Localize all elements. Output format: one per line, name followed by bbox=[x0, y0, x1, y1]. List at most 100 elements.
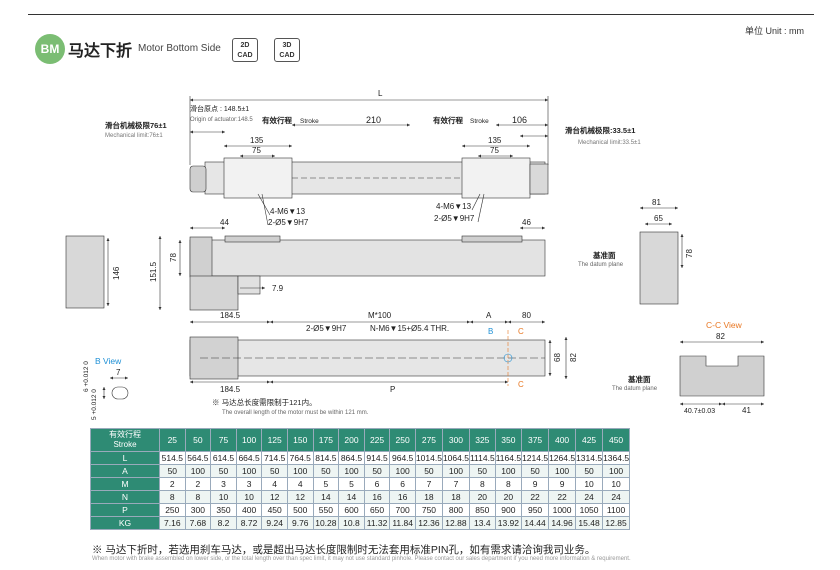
stroke-cell: 275 bbox=[414, 428, 443, 452]
dim-151-5: 151.5 bbox=[149, 261, 158, 282]
dim-m100: M*100 bbox=[368, 311, 392, 320]
spec-cell: 12 bbox=[286, 490, 314, 504]
spec-cell: 12.85 bbox=[602, 516, 631, 530]
spec-cell: 10 bbox=[235, 490, 263, 504]
spec-cell: 13.4 bbox=[468, 516, 496, 530]
dim-A: A bbox=[486, 311, 492, 320]
spec-cell: 6 bbox=[389, 477, 416, 491]
spec-cell: 8.72 bbox=[235, 516, 263, 530]
spec-cell: 600 bbox=[338, 503, 365, 517]
spec-cell: 1264.5 bbox=[548, 451, 577, 465]
stroke2-cn: 有效行程 bbox=[433, 115, 463, 125]
dim-184-5b: 184.5 bbox=[220, 385, 241, 394]
spec-cell: 850 bbox=[468, 503, 496, 517]
cad-3d-button[interactable]: 3D CAD bbox=[274, 38, 300, 62]
dim-7-9: 7.9 bbox=[272, 284, 284, 293]
right-limit-en: Mechanical limit:33.5±1 bbox=[578, 140, 641, 146]
spec-cell: 10 bbox=[575, 477, 604, 491]
m6-left: 4-M6▼13 bbox=[270, 207, 306, 216]
stroke-header: 有效行程 Stroke bbox=[90, 428, 160, 452]
dim-78-side: 78 bbox=[685, 249, 694, 258]
spec-cell: 20 bbox=[468, 490, 496, 504]
title-en: Motor Bottom Side bbox=[138, 43, 221, 54]
stroke1-en: Stroke bbox=[300, 118, 319, 125]
dim-46: 46 bbox=[522, 218, 531, 227]
spec-cell: 3 bbox=[235, 477, 263, 491]
spec-cell: 100 bbox=[286, 464, 314, 478]
dim-P: P bbox=[390, 385, 395, 394]
dim-68: 68 bbox=[553, 353, 562, 362]
stroke-cell: 425 bbox=[575, 428, 604, 452]
spec-cell: 250 bbox=[159, 503, 186, 517]
spec-cell: 400 bbox=[235, 503, 263, 517]
spec-cell: 50 bbox=[261, 464, 288, 478]
dim-L: L bbox=[378, 89, 383, 98]
dim-146: 146 bbox=[112, 266, 121, 280]
label-C-bottom: C bbox=[518, 380, 524, 389]
dim-75a: 75 bbox=[252, 146, 261, 155]
spec-cell: 650 bbox=[363, 503, 391, 517]
dim-44: 44 bbox=[220, 218, 229, 227]
spec-row-label: L bbox=[90, 451, 160, 465]
stroke-cell: 50 bbox=[184, 428, 212, 452]
spec-cell: 800 bbox=[441, 503, 470, 517]
spec-cell: 20 bbox=[494, 490, 523, 504]
spec-cell: 3 bbox=[210, 477, 237, 491]
spec-cell: 100 bbox=[441, 464, 470, 478]
origin-cn: 滑台原点 : 148.5±1 bbox=[190, 104, 249, 113]
spec-cell: 22 bbox=[521, 490, 550, 504]
dim-184-5a: 184.5 bbox=[220, 311, 241, 320]
spec-cell: 12 bbox=[261, 490, 288, 504]
datum-cn-side: 基准面 bbox=[592, 250, 616, 260]
spec-cell: 16 bbox=[389, 490, 416, 504]
spec-cell: 50 bbox=[468, 464, 496, 478]
spec-cell: 12.36 bbox=[414, 516, 443, 530]
dim-65: 65 bbox=[654, 214, 663, 223]
spec-cell: 1314.5 bbox=[575, 451, 604, 465]
title-cn: 马达下折 bbox=[68, 43, 133, 60]
dim-80: 80 bbox=[522, 311, 531, 320]
left-limit-cn: 滑台机械极限76±1 bbox=[105, 120, 167, 130]
spec-cell: 1064.5 bbox=[441, 451, 470, 465]
spec-cell: 6 bbox=[363, 477, 391, 491]
cc-dim-41: 41 bbox=[742, 406, 751, 415]
spec-cell: 814.5 bbox=[312, 451, 340, 465]
dim-106: 106 bbox=[512, 115, 527, 125]
spec-header-row: 有效行程 Stroke 25 50 75 100 125 150 175 200… bbox=[90, 428, 631, 452]
stroke1-cn: 有效行程 bbox=[262, 115, 292, 125]
spec-cell: 1114.5 bbox=[468, 451, 496, 465]
cad-2d-button[interactable]: 2D CAD bbox=[232, 38, 258, 62]
spec-cell: 50 bbox=[575, 464, 604, 478]
spec-cell: 1014.5 bbox=[414, 451, 443, 465]
spec-cell: 2 bbox=[159, 477, 186, 491]
spec-cell: 500 bbox=[286, 503, 314, 517]
spec-cell: 450 bbox=[261, 503, 288, 517]
spec-table: 有效行程 Stroke 25 50 75 100 125 150 175 200… bbox=[90, 428, 631, 530]
spec-cell: 11.32 bbox=[363, 516, 391, 530]
spec-cell: 1164.5 bbox=[494, 451, 523, 465]
spec-cell: 12.88 bbox=[441, 516, 470, 530]
spec-cell: 714.5 bbox=[261, 451, 288, 465]
cc-datum-en: The datum plane bbox=[612, 386, 658, 392]
spec-cell: 9 bbox=[521, 477, 550, 491]
spec-cell: 10 bbox=[210, 490, 237, 504]
unit-label: 单位 Unit : mm bbox=[744, 26, 804, 36]
spec-cell: 7 bbox=[414, 477, 443, 491]
stroke-cell: 450 bbox=[602, 428, 631, 452]
spec-cell: 1100 bbox=[602, 503, 631, 517]
spec-row-label: M bbox=[90, 477, 160, 491]
spec-cell: 13.92 bbox=[494, 516, 523, 530]
spec-cell: 1050 bbox=[575, 503, 604, 517]
spec-cell: 7.68 bbox=[184, 516, 212, 530]
spec-cell: 8 bbox=[494, 477, 523, 491]
spec-cell: 10.28 bbox=[312, 516, 340, 530]
n-holes: N-M6▼15+Ø5.4 THR. bbox=[370, 324, 449, 333]
spec-cell: 1000 bbox=[548, 503, 577, 517]
spec-cell: 750 bbox=[414, 503, 443, 517]
pin-left: 2-Ø5▼9H7 bbox=[268, 218, 309, 227]
bm-badge: BM bbox=[35, 34, 65, 64]
spec-cell: 5 bbox=[338, 477, 365, 491]
spec-cell: 614.5 bbox=[210, 451, 237, 465]
